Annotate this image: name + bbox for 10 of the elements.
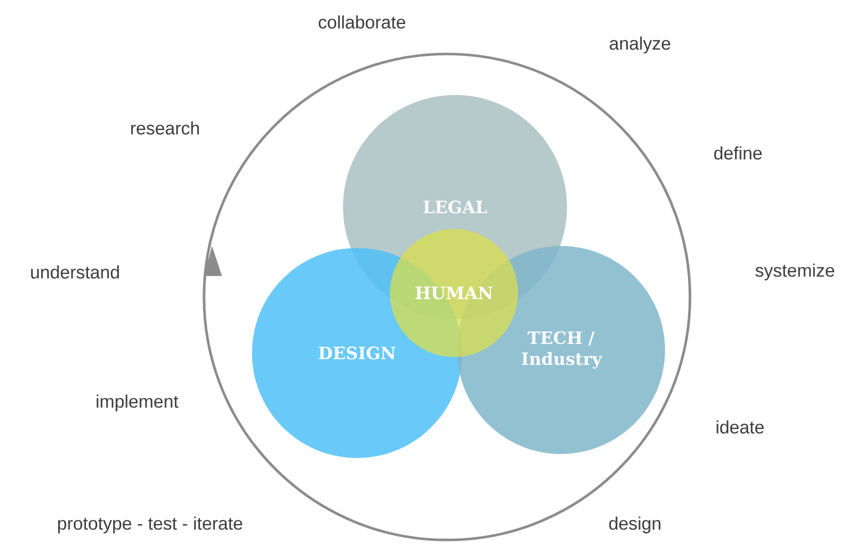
step-label: research — [131, 121, 199, 135]
step-label: define — [714, 146, 762, 160]
step-label: collaborate — [318, 15, 406, 29]
step-label: prototype - test - iterate — [58, 516, 242, 534]
step-label: understand — [31, 265, 119, 279]
step-label: systemize — [756, 264, 834, 280]
step-label: design — [609, 516, 660, 534]
step-label: ideate — [716, 420, 764, 434]
step-label: implement — [96, 394, 178, 412]
step-label: analyze — [610, 36, 670, 54]
